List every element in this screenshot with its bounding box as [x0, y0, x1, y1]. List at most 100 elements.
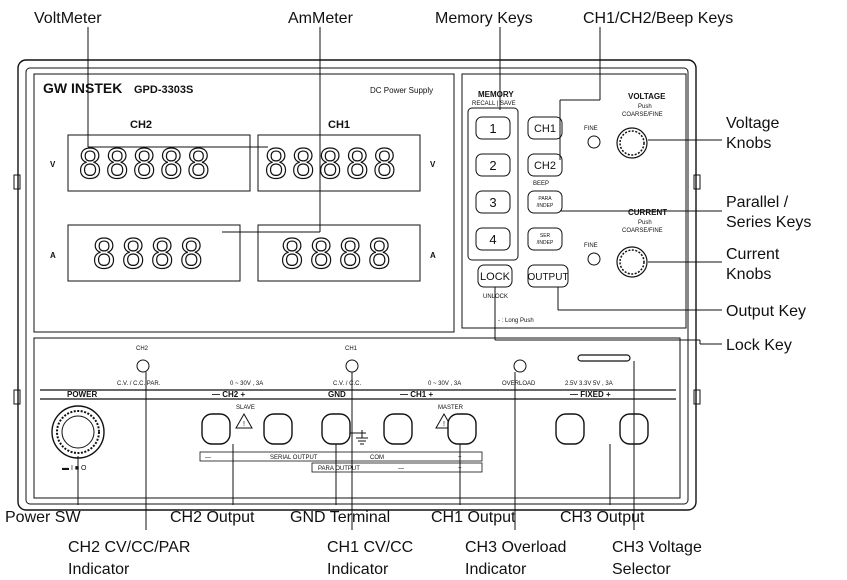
ch2-display-label: CH2: [130, 119, 152, 131]
para-minus: —: [398, 466, 404, 472]
callout-current-knobs-2: Knobs: [726, 266, 771, 283]
front-panel: [13, 59, 701, 511]
para-indep-key[interactable]: PARA /INDEP: [527, 190, 563, 214]
current-push: Push: [638, 220, 652, 226]
callout-memory-keys: Memory Keys: [435, 10, 533, 27]
voltage-knob[interactable]: [616, 127, 648, 159]
callout-ch1-indicator: CH1 CV/CC: [327, 539, 413, 556]
range-ch1: 0 ~ 30V , 3A: [428, 381, 461, 387]
fixed-output-title: — FIXED +: [570, 390, 611, 399]
memory-subtitle: RECALL | SAVE: [472, 101, 516, 107]
memory-key-2[interactable]: 2: [475, 153, 511, 177]
svg-text:3: 3: [489, 195, 496, 210]
ch2-volt-digits: 88888: [78, 142, 213, 188]
ch1-minus-terminal[interactable]: [383, 413, 413, 445]
callout-ch3-overload-2: Indicator: [465, 561, 527, 578]
fine-led-current: [587, 252, 601, 266]
range-ch2: 0 ~ 30V , 3A: [230, 381, 263, 387]
svg-text:/INDEP: /INDEP: [537, 203, 554, 209]
serial-output-label: SERIAL OUTPUT: [270, 455, 318, 461]
ch1-volt-digits: 88888: [264, 142, 399, 188]
power-marks: ▬ I ■ O: [62, 465, 87, 472]
ch3-minus-terminal[interactable]: [555, 413, 585, 445]
voltage-title: VOLTAGE: [628, 92, 666, 101]
svg-text:OUTPUT: OUTPUT: [527, 272, 568, 283]
slave-label: SLAVE: [236, 405, 255, 411]
led-ch1-text: C.V. / C.C.: [333, 381, 361, 387]
voltage-push: Push: [638, 104, 652, 110]
ch1-ammeter: [257, 224, 421, 282]
svg-text:/INDEP: /INDEP: [537, 240, 554, 246]
para-output-label: PARA OUTPUT: [318, 466, 360, 472]
ch2-key[interactable]: CH2: [527, 153, 563, 177]
callout-ch1-output: CH1 Output: [431, 509, 516, 526]
callout-voltmeter: VoltMeter: [34, 10, 102, 27]
overload-label: OVERLOAD: [502, 381, 536, 387]
svg-text:2: 2: [489, 158, 496, 173]
com-label: COM: [370, 455, 384, 461]
ch2-output-title: — CH2 +: [212, 390, 245, 399]
voltage-coarse-fine: COARSE/FINE: [622, 112, 663, 118]
fine-led-voltage: [587, 135, 601, 149]
callout-ch2-indicator-2: Indicator: [68, 561, 130, 578]
callout-ammeter: AmMeter: [288, 10, 354, 27]
callout-voltage-knobs: Voltage: [726, 115, 779, 132]
memory-key-4[interactable]: 4: [475, 227, 511, 251]
ch3-voltage-selector[interactable]: [577, 354, 631, 362]
ch2-cv-cc-par-led: [136, 359, 150, 373]
lock-key[interactable]: LOCK: [477, 264, 513, 288]
callout-ch3-overload: CH3 Overload: [465, 539, 566, 556]
power-switch[interactable]: [51, 405, 105, 459]
unlock-label: UNLOCK: [483, 294, 508, 300]
current-coarse-fine: COARSE/FINE: [622, 228, 663, 234]
svg-text:!: !: [243, 421, 245, 428]
callout-output-key: Output Key: [726, 303, 806, 320]
ch1-plus-terminal[interactable]: [447, 413, 477, 445]
callout-gnd-terminal: GND Terminal: [290, 509, 390, 526]
power-title: POWER: [67, 390, 97, 399]
ch2-voltmeter: [67, 134, 251, 192]
callout-lock-key: Lock Key: [726, 337, 792, 354]
svg-text:PARA: PARA: [538, 196, 552, 202]
v-label-left: V: [50, 160, 56, 169]
svg-text:CH1: CH1: [534, 123, 556, 135]
memory-key-1[interactable]: 1: [475, 116, 511, 140]
callout-ch3-output: CH3 Output: [560, 509, 645, 526]
warning-icon: !: [235, 412, 253, 429]
ch2-minus-terminal[interactable]: [201, 413, 231, 445]
ch1-output-title: — CH1 +: [400, 390, 433, 399]
callout-parallel-series-2: Series Keys: [726, 214, 811, 231]
svg-text:SER: SER: [540, 233, 551, 239]
memory-key-3[interactable]: 3: [475, 190, 511, 214]
callout-parallel-series: Parallel /: [726, 194, 789, 211]
output-key[interactable]: OUTPUT: [527, 264, 569, 288]
callout-voltage-knobs-2: Knobs: [726, 135, 771, 152]
callout-ch1-indicator-2: Indicator: [327, 561, 389, 578]
ch1-display-label: CH1: [328, 119, 350, 131]
svg-text:CH2: CH2: [534, 160, 556, 172]
callout-ch2-indicator: CH2 CV/CC/PAR: [68, 539, 190, 556]
serial-minus: —: [205, 455, 211, 461]
callout-ch-beep-keys: CH1/CH2/Beep Keys: [583, 10, 733, 27]
long-push-note: - : Long Push: [498, 318, 534, 324]
svg-text:4: 4: [489, 232, 496, 247]
callout-power-sw: Power SW: [5, 509, 81, 526]
callout-ch3-selector: CH3 Voltage: [612, 539, 702, 556]
ch2-ammeter: [67, 224, 241, 282]
ser-indep-key[interactable]: SER /INDEP: [527, 227, 563, 251]
callout-ch2-output: CH2 Output: [170, 509, 255, 526]
led-ch2-text: C.V. / C.C. PAR.: [117, 381, 161, 387]
ch1-voltmeter: [257, 134, 421, 192]
gnd-terminal[interactable]: [321, 413, 351, 445]
ch2-amp-digits: 8888: [92, 232, 208, 278]
range-ch3: 2.5V 3.3V 5V , 3A: [565, 381, 613, 387]
beep-label: BEEP: [533, 181, 549, 187]
ch2-plus-terminal[interactable]: [263, 413, 293, 445]
v-label-right: V: [430, 160, 436, 169]
ch1-key[interactable]: CH1: [527, 116, 563, 140]
leader-lines: [77, 27, 722, 530]
ground-icon: [356, 430, 368, 445]
product-name: DC Power Supply: [370, 86, 433, 95]
current-knob[interactable]: [616, 246, 648, 278]
